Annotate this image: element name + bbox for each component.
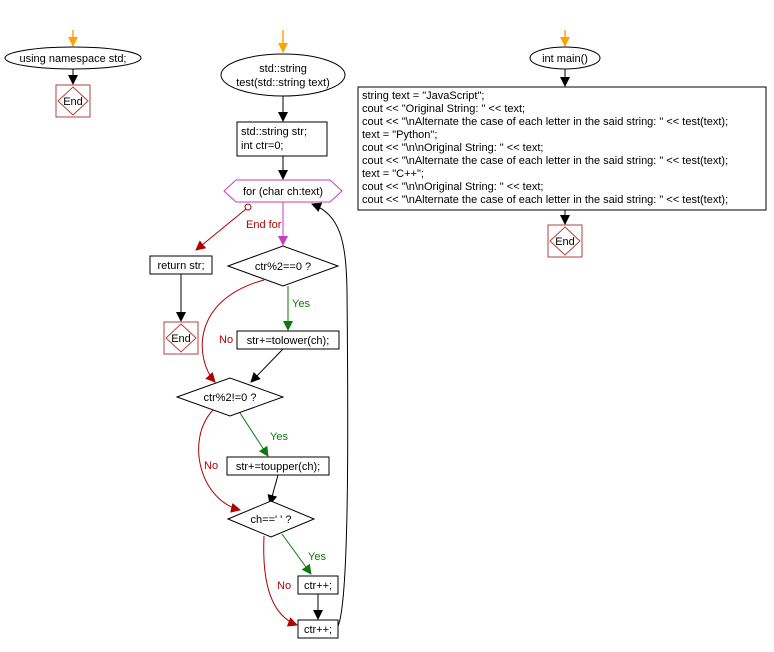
edge — [267, 474, 279, 505]
end-for-dot — [244, 203, 252, 211]
code-line: cout << "\nAlternate the case of each le… — [362, 116, 728, 128]
decl-line1: std::string str; — [241, 126, 307, 138]
cond2-yes-label: Yes — [270, 431, 288, 443]
test-start-line1: std::string — [259, 63, 307, 75]
main-end-label: End — [555, 236, 575, 248]
namespace-start-label: using namespace std; — [19, 53, 126, 65]
edge — [195, 208, 247, 251]
code-line: cout << "Original String: " << text; — [362, 103, 525, 115]
edge — [201, 279, 265, 383]
test-function-diagram: std::string test(std::string text) std::… — [149, 30, 349, 639]
main-code-box — [357, 86, 767, 211]
code-line: cout << "\n\nOriginal String: " << text; — [362, 181, 543, 193]
action3-label: ctr++; — [304, 580, 332, 592]
namespace-diagram: using namespace std; End — [4, 30, 142, 118]
for-loop-label: for (char ch:text) — [243, 186, 323, 198]
decl-line2: int ctr=0; — [241, 140, 284, 152]
code-line: text = "Python"; — [362, 129, 437, 141]
namespace-end-label: End — [63, 96, 83, 108]
code-line: text = "C++"; — [362, 168, 424, 180]
return-label: return str; — [157, 260, 204, 272]
cond3-label: ch==' ' ? — [251, 514, 292, 526]
edge — [250, 348, 284, 383]
edge — [281, 533, 312, 575]
edge — [198, 409, 241, 513]
test-start-line2: test(std::string text) — [236, 77, 330, 89]
edge — [239, 412, 269, 457]
cond2-label: ctr%2!=0 ? — [204, 392, 257, 404]
test-end-label: End — [171, 333, 191, 345]
end-diamond-shape — [165, 323, 197, 353]
test-start-node — [220, 53, 346, 97]
action4-label: ctr++; — [304, 624, 332, 636]
code-line: string text = "JavaScript"; — [362, 90, 484, 102]
cond1-label: ctr%2==0 ? — [255, 261, 311, 273]
action2-label: str+=toupper(ch); — [236, 461, 320, 473]
code-line: cout << "\n\nOriginal String: " << text; — [362, 142, 543, 154]
cond1-yes-label: Yes — [292, 298, 310, 310]
cond2-no-label: No — [204, 460, 218, 472]
cond1-no-label: No — [219, 334, 233, 346]
cond1-diamond — [226, 245, 340, 287]
end-diamond-shape — [57, 86, 89, 116]
edge — [263, 535, 298, 627]
action4-box — [297, 619, 339, 639]
cond3-yes-label: Yes — [308, 551, 326, 563]
decl-box — [236, 121, 328, 157]
code-line: cout << "\nAlternate the case of each le… — [362, 155, 728, 167]
main-diagram: int main() string text = "JavaScript"; c… — [357, 30, 767, 258]
end-for-label: End for — [246, 219, 282, 231]
main-code-lines: string text = "JavaScript"; cout << "Ori… — [362, 90, 728, 206]
action1-label: str+=tolower(ch); — [247, 335, 330, 347]
cond3-diamond — [226, 500, 316, 538]
code-line: cout << "\nAlternate the case of each le… — [362, 194, 728, 206]
end-diamond-shape — [549, 226, 581, 256]
main-start-label: int main() — [542, 53, 588, 65]
cond3-no-label: No — [277, 580, 291, 592]
cond2-diamond — [175, 377, 285, 417]
for-loop-node — [223, 179, 343, 203]
loop-back-edge — [311, 202, 349, 627]
action1-box — [236, 330, 340, 350]
